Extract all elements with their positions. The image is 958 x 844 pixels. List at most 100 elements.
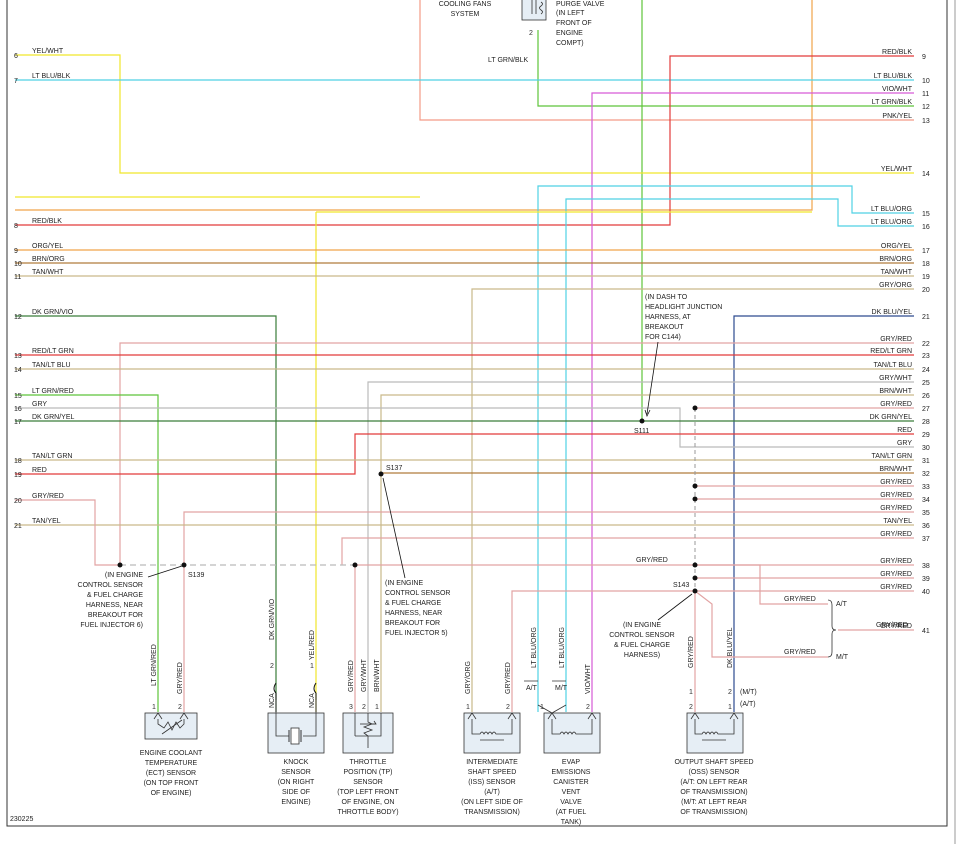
left-wire-label: DK GRN/YEL xyxy=(32,414,75,421)
splice-s143-dot xyxy=(692,588,698,594)
svg-text:THROTTLE: THROTTLE xyxy=(350,759,387,766)
left-wire-number: 11 xyxy=(14,274,21,281)
left-wire-number: 8 xyxy=(14,223,18,230)
svg-text:2: 2 xyxy=(506,704,510,711)
oss-sensor: OUTPUT SHAFT SPEED (OSS) SENSOR (A/T: ON… xyxy=(674,712,754,816)
svg-text:OF ENGINE, ON: OF ENGINE, ON xyxy=(342,799,395,806)
wire-red xyxy=(15,433,914,475)
right-wire-number: 18 xyxy=(922,261,930,268)
right-wire-number: 15 xyxy=(922,211,930,218)
svg-text:INTERMEDIATE: INTERMEDIATE xyxy=(466,759,518,766)
svg-text:(IN DASH TO: (IN DASH TO xyxy=(645,294,688,301)
label-gryred-41: GRY/RED xyxy=(876,622,908,629)
svg-text:(A/T): (A/T) xyxy=(740,701,756,708)
purge-valve-label-4: ENGINE xyxy=(556,30,583,37)
svg-text:THROTTLE BODY): THROTTLE BODY) xyxy=(337,809,398,816)
purge-valve-body xyxy=(521,0,547,21)
label-at: A/T xyxy=(836,601,848,608)
svg-text:YEL/RED: YEL/RED xyxy=(309,630,316,660)
svg-text:(IN ENGINE: (IN ENGINE xyxy=(105,572,143,579)
wire-red-blk xyxy=(15,55,914,226)
wire-yel-red-knock xyxy=(15,196,420,712)
right-wire-number: 24 xyxy=(922,367,930,374)
svg-text:HARNESS, AT: HARNESS, AT xyxy=(645,314,691,321)
svg-text:GRY/ORG: GRY/ORG xyxy=(465,661,472,694)
svg-text:GRY/RED: GRY/RED xyxy=(505,662,512,694)
svg-text:FUEL INJECTOR 5): FUEL INJECTOR 5) xyxy=(385,630,448,637)
splice-s111-label: S111 xyxy=(634,428,649,435)
right-wire-label: RED xyxy=(897,427,912,434)
right-wire-number: 23 xyxy=(922,353,930,360)
right-wire-label: LT BLU/ORG xyxy=(871,206,912,213)
right-wire-label: GRY/ORG xyxy=(879,282,912,289)
cooling-fans-label-2: SYSTEM xyxy=(451,11,480,18)
svg-text:1: 1 xyxy=(375,704,379,711)
purge-valve-pin: 2 xyxy=(529,30,533,37)
splice-s139-label: S139 xyxy=(188,572,204,579)
right-wire-number: 22 xyxy=(922,341,930,348)
left-wire-number: 20 xyxy=(14,498,22,505)
svg-text:2: 2 xyxy=(728,689,732,696)
splice-dot-33 xyxy=(692,483,698,489)
right-wire-label: TAN/LT GRN xyxy=(872,453,912,460)
wire-orange-top xyxy=(15,0,813,211)
svg-text:DK BLU/YEL: DK BLU/YEL xyxy=(727,627,734,668)
knock-sensor: KNOCK SENSOR (ON RIGHT SIDE OF ENGINE) xyxy=(267,682,325,806)
right-wire-number: 39 xyxy=(922,576,930,583)
svg-text:(IN ENGINE: (IN ENGINE xyxy=(385,580,423,587)
right-wire-label: RED/LT GRN xyxy=(870,348,912,355)
ect-sensor: ENGINE COOLANT TEMPERATURE (ECT) SENSOR … xyxy=(140,712,203,797)
svg-text:TEMPERATURE: TEMPERATURE xyxy=(145,760,198,767)
left-wire-number: 15 xyxy=(14,393,22,400)
right-wire-number: 27 xyxy=(922,406,930,413)
wire-gry-red-35 xyxy=(183,511,914,712)
cooling-fans-label: COOLING FANS xyxy=(439,1,492,8)
right-wire-number: 11 xyxy=(922,91,929,98)
right-wire-number: 9 xyxy=(922,54,926,61)
svg-text:FOR C144): FOR C144) xyxy=(645,334,681,341)
wire-gry-org xyxy=(471,288,914,712)
svg-text:BRN/WHT: BRN/WHT xyxy=(374,659,381,692)
svg-text:EVAP: EVAP xyxy=(562,759,580,766)
svg-text:SIDE OF: SIDE OF xyxy=(282,789,310,796)
right-wire-label: VIO/WHT xyxy=(882,86,913,93)
svg-text:BREAKOUT FOR: BREAKOUT FOR xyxy=(88,612,143,619)
svg-text:& FUEL CHARGE: & FUEL CHARGE xyxy=(385,600,441,607)
svg-text:GRY/RED: GRY/RED xyxy=(177,662,184,694)
svg-text:(IN ENGINE: (IN ENGINE xyxy=(623,622,661,629)
svg-text:& FUEL CHARGE: & FUEL CHARGE xyxy=(87,592,143,599)
svg-text:(M/T): (M/T) xyxy=(740,689,757,696)
right-wire-label: LT GRN/BLK xyxy=(872,99,913,106)
splice-s137-dot xyxy=(378,471,384,477)
right-wire-number: 33 xyxy=(922,484,930,491)
right-wire-label: LT BLU/ORG xyxy=(871,219,912,226)
svg-text:ENGINE): ENGINE) xyxy=(281,799,310,806)
svg-text:1: 1 xyxy=(728,704,732,711)
svg-text:OUTPUT SHAFT SPEED: OUTPUT SHAFT SPEED xyxy=(674,759,753,766)
svg-text:(A/T: ON LEFT REAR: (A/T: ON LEFT REAR xyxy=(680,779,747,786)
svg-text:(M/T: AT LEFT REAR: (M/T: AT LEFT REAR xyxy=(681,799,747,806)
wire-lt-grn-blk xyxy=(537,30,914,107)
svg-text:1: 1 xyxy=(152,704,156,711)
svg-text:LT BLU/ORG: LT BLU/ORG xyxy=(531,627,538,668)
right-wire-label: DK BLU/YEL xyxy=(872,309,913,316)
left-wire-number: 6 xyxy=(14,53,18,60)
svg-text:LT GRN/RED: LT GRN/RED xyxy=(151,644,158,686)
wire-brn-wht-26 xyxy=(380,394,914,474)
svg-text:FUEL INJECTOR 6): FUEL INJECTOR 6) xyxy=(80,622,143,629)
label-gryred-mt: GRY/RED xyxy=(784,649,816,656)
splice-dot-gryred-22 xyxy=(117,562,123,568)
right-wire-number: 30 xyxy=(922,445,930,452)
svg-text:TANK): TANK) xyxy=(561,819,581,826)
svg-text:DK GRN/VIO: DK GRN/VIO xyxy=(269,598,276,640)
right-wire-number: 25 xyxy=(922,380,930,387)
wire-gry xyxy=(15,407,914,448)
right-wire-number: 29 xyxy=(922,432,930,439)
note-dash: (IN DASH TO HEADLIGHT JUNCTION HARNESS, … xyxy=(644,294,722,418)
left-wire-number: 17 xyxy=(14,419,22,426)
evap-vent-valve: EVAP EMISSIONS CANISTER VENT VALVE (AT F… xyxy=(537,704,601,826)
svg-text:CONTROL SENSOR: CONTROL SENSOR xyxy=(78,582,143,589)
